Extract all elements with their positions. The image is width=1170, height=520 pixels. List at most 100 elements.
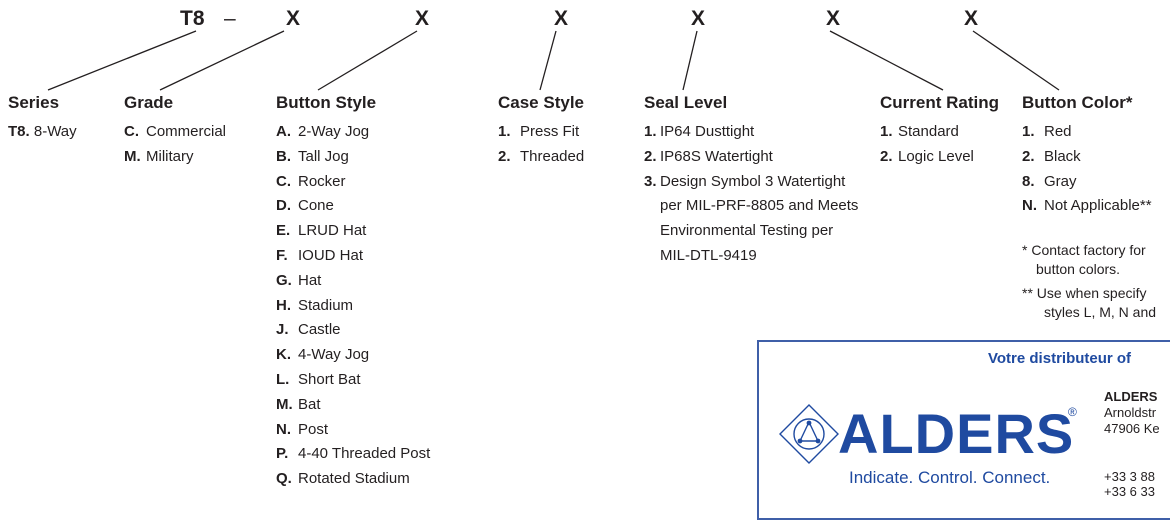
list-item: 2.Threaded xyxy=(498,145,584,170)
series-header: Series xyxy=(8,93,60,112)
item-code: 2. xyxy=(880,147,893,165)
item-label: Hat xyxy=(298,271,322,289)
list-item: B. Tall Jog xyxy=(276,145,430,170)
list-item: M. Bat xyxy=(276,393,430,418)
item-code: N. xyxy=(1022,197,1037,215)
alders-logo-icon xyxy=(779,404,839,464)
item-code: Q. xyxy=(276,470,292,488)
list-item: N. Not Applicable** xyxy=(1022,194,1152,219)
item-label: Bat xyxy=(298,395,321,413)
distributor-address-1: Arnoldstr xyxy=(1104,405,1157,420)
item-code: 2. xyxy=(644,147,657,165)
code-case-style: X xyxy=(554,7,569,30)
item-label: 4-Way Jog xyxy=(298,346,370,364)
button-color-list: 1.Red 2.Black 8.Gray N.Not Applicable** xyxy=(1022,120,1152,219)
list-item: A.2-Way Jog xyxy=(276,120,430,145)
item-code: P. xyxy=(276,445,289,463)
footnote-2-line2: styles L, M, N and xyxy=(1044,304,1157,320)
item-code: 1. xyxy=(1022,123,1035,140)
list-item: M.Military xyxy=(124,145,226,170)
current-rating-list: 1. Standard 2. Logic Level xyxy=(880,120,974,170)
item-label: Short Bat xyxy=(298,370,361,388)
grade-header: Grade xyxy=(124,93,174,112)
brand-tagline: Indicate. Control. Connect. xyxy=(849,468,1051,487)
list-item-continuation: MIL-DTL-9419 xyxy=(660,246,757,264)
case-style-connector xyxy=(539,30,557,91)
registered-mark: ® xyxy=(1068,405,1077,419)
item-code: 1. xyxy=(880,123,893,140)
code-button-color: X xyxy=(964,7,979,30)
list-item: N. Post xyxy=(276,418,430,443)
item-label: IP68S Watertight xyxy=(660,147,773,165)
item-label: Post xyxy=(298,420,329,438)
item-label: 2-Way Jog xyxy=(298,123,370,140)
item-label: Red xyxy=(1044,123,1072,140)
current-rating-header: Current Rating xyxy=(880,93,999,112)
item-code: G. xyxy=(276,271,292,289)
item-code: 1. xyxy=(498,123,511,140)
footnote-2: ** Use when specify styles L, M, N and xyxy=(1022,284,1156,322)
code-seal-level: X xyxy=(691,7,706,30)
grade-connector xyxy=(159,30,285,91)
list-item: C. Rocker xyxy=(276,170,430,195)
item-label: IP64 Dusttight xyxy=(660,123,755,140)
item-code: D. xyxy=(276,197,291,215)
list-item: 1. Red xyxy=(1022,120,1152,145)
list-item: 1. Press Fit xyxy=(498,120,584,145)
item-label: Logic Level xyxy=(898,147,974,165)
code-dash: – xyxy=(224,7,236,30)
item-code: N. xyxy=(276,420,291,438)
item-code: 2. xyxy=(1022,147,1035,165)
item-label: Black xyxy=(1044,147,1081,165)
list-item: 1. Standard xyxy=(880,120,974,145)
item-label: 4-40 Threaded Post xyxy=(298,445,431,463)
item-code: 8. xyxy=(1022,172,1035,190)
list-item-continuation: Environmental Testing per xyxy=(660,222,834,240)
button-color-header: Button Color* xyxy=(1022,93,1133,112)
list-item: F. IOUD Hat xyxy=(276,244,430,269)
item-code: M. xyxy=(276,395,293,413)
item-label: Press Fit xyxy=(520,123,580,140)
code-current-rating: X xyxy=(826,7,841,30)
distributor-phone-2: +33 6 33 xyxy=(1104,484,1155,499)
footnote-2-line1: ** Use when specify xyxy=(1022,285,1147,301)
list-item: C.Commercial xyxy=(124,120,226,145)
item-code: 1. xyxy=(644,123,657,140)
list-item: J. Castle xyxy=(276,318,430,343)
item-label: Commercial xyxy=(146,123,227,140)
seal-level-connector xyxy=(682,30,698,91)
item-code: F. xyxy=(276,246,288,264)
code-series: T8 xyxy=(180,7,205,30)
item-label: Tall Jog xyxy=(298,147,349,165)
list-item: 3.Design Symbol 3 Watertight xyxy=(644,170,858,195)
item-code: K. xyxy=(276,346,291,364)
item-label: Cone xyxy=(298,197,334,215)
list-item: P. 4-40 Threaded Post xyxy=(276,442,430,467)
item-label: Castle xyxy=(298,321,341,339)
item-code: B. xyxy=(276,147,291,165)
item-label: Rocker xyxy=(298,172,346,190)
series-connector xyxy=(47,30,197,91)
list-item: G. Hat xyxy=(276,269,430,294)
list-item: 1.IP64 Dusttight xyxy=(644,120,858,145)
item-code: C. xyxy=(276,172,291,190)
item-label: LRUD Hat xyxy=(298,222,367,240)
item-label: Standard xyxy=(898,123,959,140)
item-label: Rotated Stadium xyxy=(298,470,410,488)
item-code: J. xyxy=(276,321,289,339)
connector-lines xyxy=(47,30,1060,91)
item-code: E. xyxy=(276,222,291,240)
button-style-connector xyxy=(317,30,418,91)
footnote-1-line1: * Contact factory for xyxy=(1022,242,1146,258)
item-label: IOUD Hat xyxy=(298,246,364,264)
item-code: H. xyxy=(276,296,291,314)
seal-level-list: 1.IP64 Dusttight 2.IP68S Watertight 3.De… xyxy=(644,120,858,269)
item-label: 8-Way xyxy=(33,123,77,140)
list-item: H.Stadium xyxy=(276,294,430,319)
series-list: T8. 8-Way xyxy=(8,120,77,145)
case-style-list: 1. Press Fit 2.Threaded xyxy=(498,120,584,170)
list-item: L.Short Bat xyxy=(276,368,430,393)
distributor-title: Votre distributeur of xyxy=(988,350,1132,367)
item-code: 3. xyxy=(644,172,657,190)
item-label: Not Applicable** xyxy=(1044,197,1152,215)
